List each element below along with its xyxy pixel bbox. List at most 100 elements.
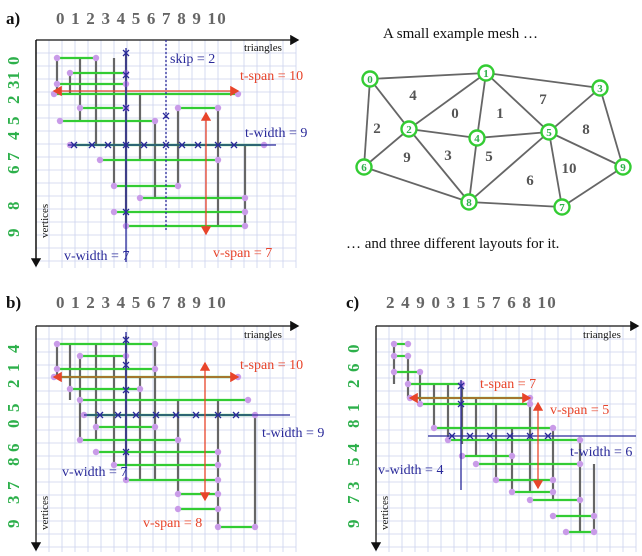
vertex-dot (110, 208, 118, 216)
panel-b-row-9: 9 (4, 520, 23, 529)
vertex-dot (508, 452, 516, 460)
vertex-dot (174, 436, 182, 444)
panel-c-row-6: 5 (344, 458, 363, 467)
panel-b-row-7: 7 (4, 481, 23, 490)
panel-b-v-span-label: v-span = 8 (143, 516, 202, 531)
vertex-dot (241, 208, 249, 216)
vertex-dot (562, 528, 570, 536)
vertex-dot (549, 512, 557, 520)
mesh-vertex (614, 158, 632, 176)
panel-c-v-width-label: v-width = 4 (378, 463, 443, 478)
vertex-dot (404, 352, 412, 360)
vertex-dot (214, 104, 222, 112)
mesh-edge (408, 128, 478, 139)
mesh-vertex (540, 123, 558, 141)
mesh-edge (548, 87, 601, 133)
vertex-dot (549, 488, 557, 496)
vertex-dot (92, 448, 100, 456)
mesh-edge (363, 166, 470, 203)
vertex-dot (53, 80, 61, 88)
panel-a-x-axis-label: triangles (244, 42, 282, 54)
vertex-dot (590, 512, 598, 520)
panel-c: c) 2 4 9 0 3 1 5 7 6 8 10 0 6 2 1 8 4 5 … (344, 293, 640, 552)
panel-b-row-2: 2 (4, 380, 23, 389)
panel-b-t-span-label: t-span = 10 (240, 358, 303, 373)
mesh-vertex-label: 4 (474, 133, 480, 145)
mesh-vertex (361, 70, 379, 88)
mesh-vertex-label: 1 (483, 68, 489, 80)
vertex-dot (576, 496, 584, 504)
mesh-vertex-label: 8 (466, 197, 472, 209)
mesh-edge (369, 72, 487, 80)
vertex-dot (508, 488, 516, 496)
panel-a-letter: a) (6, 9, 20, 28)
vertex-dot (136, 385, 144, 393)
panel-b-row-8: 3 (4, 496, 23, 505)
vertex-dot (241, 194, 249, 202)
vertex-dot (53, 365, 61, 373)
mesh-edge (485, 72, 550, 133)
vertex-dot (174, 104, 182, 112)
mesh-vertex-label: 7 (559, 202, 565, 214)
vertex-dot (416, 400, 424, 408)
vertex-dot (472, 460, 480, 468)
mesh-edge (408, 128, 470, 203)
vertex-dot (404, 380, 412, 388)
panel-c-row-8: 7 (344, 495, 363, 504)
vertex-dot (76, 104, 84, 112)
panel-a-skip-label: skip = 2 (170, 52, 215, 67)
mesh-vertex (477, 64, 495, 82)
vertex-dot (251, 523, 259, 531)
vertex-dot (590, 528, 598, 536)
mesh-triangle-label: 2 (373, 121, 381, 137)
panel-a-row-4: 4 (4, 131, 23, 140)
panel-a-row-6: 6 (4, 166, 23, 175)
vertex-dot (458, 452, 466, 460)
panel-b-row-0: 4 (4, 344, 23, 353)
panel-c-layout (390, 340, 598, 536)
mesh-vertex (468, 129, 486, 147)
vertex-dot (390, 368, 398, 376)
mesh-caption: … and three different layouts for it. (346, 236, 559, 252)
mesh-edge (476, 72, 487, 139)
panel-c-x-axis-label: triangles (583, 329, 621, 341)
vertex-dot (214, 156, 222, 164)
panel-b-row-6: 8 (4, 458, 23, 467)
panel-a: a) 0 1 2 3 4 5 6 7 8 9 10 1 0 2 3 4 5 6 … (4, 9, 307, 268)
vertex-dot (174, 505, 182, 513)
vertex-dot (50, 90, 58, 98)
panel-c-column-header: 2 4 9 0 3 1 5 7 6 8 10 (386, 293, 557, 312)
vertex-dot (110, 182, 118, 190)
panel-a-v-span-label: v-span = 7 (213, 246, 272, 261)
vertex-dot (151, 423, 159, 431)
mesh-triangle-label: 7 (539, 92, 547, 108)
mesh-vertex-label: 3 (597, 83, 603, 95)
mesh-vertex-label: 0 (367, 74, 373, 86)
panel-a-row-7: 7 (4, 152, 23, 161)
mesh-edge (468, 131, 550, 203)
vertex-dot (214, 523, 222, 531)
vertex-dot (576, 436, 584, 444)
mesh-triangle-label: 0 (451, 106, 459, 122)
vertex-dot (214, 461, 222, 469)
panel-c-row-9: 9 (344, 520, 363, 529)
vertex-dot (526, 496, 534, 504)
mesh-edge (468, 137, 478, 203)
panel-b-x-axis-label: triangles (244, 329, 282, 341)
vertex-dot (76, 436, 84, 444)
panel-c-row-4: 8 (344, 420, 363, 429)
panel-a-t-span-label: t-span = 10 (240, 69, 303, 84)
panel-a-row-3: 3 (4, 81, 23, 90)
mesh-vertex (355, 158, 373, 176)
vertex-dot (76, 352, 84, 360)
mesh-edges (363, 72, 624, 208)
vertex-dot (151, 365, 159, 373)
panel-b-row-5: 6 (4, 444, 23, 453)
vertex-dot (151, 117, 159, 125)
vertex-dot (76, 396, 84, 404)
vertex-dot (430, 424, 438, 432)
panel-a-row-9: 9 (4, 229, 23, 238)
vertex-dot (416, 368, 424, 376)
